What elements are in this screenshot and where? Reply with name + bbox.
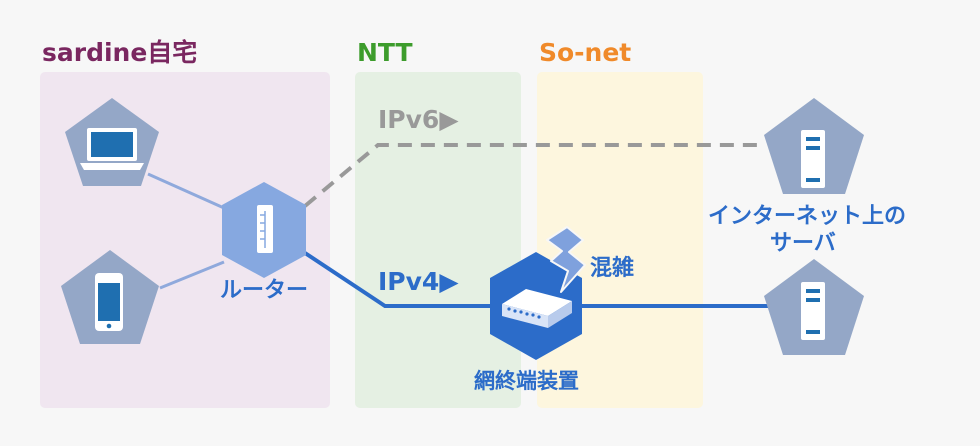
termination-label: 網終端装置	[474, 369, 579, 393]
laptop-icon	[80, 128, 144, 170]
termination-device-node	[490, 252, 582, 360]
server-label-line2: サーバ	[770, 231, 836, 256]
ipv4-label: IPv4▶	[378, 267, 459, 296]
network-switch-icon	[502, 289, 572, 328]
zone-ntt-bg	[355, 72, 521, 408]
phone-node	[61, 250, 159, 344]
server-top-node	[764, 98, 864, 194]
router-label: ルーター	[220, 278, 309, 303]
ipv6-label: IPv6▶	[378, 105, 459, 134]
lightning-icon	[546, 226, 586, 293]
zone-ntt-title: NTT	[357, 38, 413, 67]
ipv4-link	[303, 251, 500, 308]
congestion-label: 混雑	[590, 256, 635, 281]
zone-home-title: sardine自宅	[42, 38, 198, 67]
laptop-router-link	[147, 172, 225, 210]
laptop-node	[65, 98, 159, 186]
server-icon	[801, 130, 825, 188]
router-node	[222, 182, 306, 278]
phone-router-link	[159, 260, 225, 290]
smartphone-icon	[95, 273, 123, 331]
server-bottom-node	[764, 259, 864, 355]
server-icon	[801, 282, 825, 340]
server-label-line1: インターネット上の	[708, 204, 907, 229]
ipv6-link	[303, 143, 762, 208]
zone-sonet-title: So-net	[539, 38, 632, 67]
router-icon	[257, 205, 273, 253]
